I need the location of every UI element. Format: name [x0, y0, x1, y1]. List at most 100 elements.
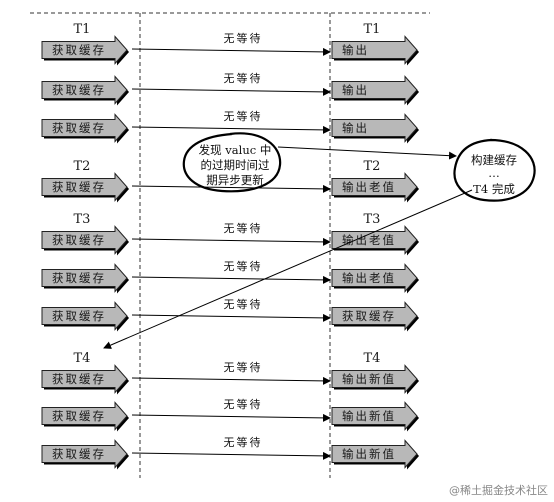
right-block-arrow: 输出新值	[331, 364, 419, 395]
right-block-label: 输出老值	[342, 180, 396, 194]
async-trigger-arrow	[277, 146, 457, 160]
right-block-body	[331, 364, 418, 394]
right-block-label: 输出新值	[342, 409, 396, 423]
t4-complete-arrow	[103, 189, 473, 349]
transfer-arrow	[131, 451, 331, 460]
left-block-body	[41, 364, 128, 394]
right-block-body	[331, 172, 418, 202]
left-block-arrow: 获取缓存	[41, 113, 129, 144]
note-right-line-1: 构建缓存	[471, 153, 517, 167]
right-block-arrow: 输出老值	[331, 225, 419, 256]
transfer-arrow	[131, 313, 331, 322]
left-block-label: 获取缓存	[52, 271, 106, 285]
left-block-arrow: 获取缓存	[41, 172, 129, 203]
left-block-arrow: 获取缓存	[41, 263, 129, 294]
no-wait-label: 无等待	[224, 109, 263, 123]
note-left-circle	[182, 132, 282, 193]
no-wait-label: 无等待	[224, 221, 263, 235]
left-block-label: 获取缓存	[52, 447, 106, 461]
watermark: @稀土掘金技术社区	[449, 483, 548, 497]
right-block-body	[331, 301, 418, 331]
transfer-arrow	[131, 237, 331, 246]
left-block-arrow: 获取缓存	[41, 35, 129, 66]
left-block-label: 获取缓存	[52, 83, 106, 97]
right-block-label: 输出新值	[342, 447, 396, 461]
left-block-body	[41, 225, 128, 255]
left-thread-label: T3	[74, 212, 91, 227]
note-right-line-2: …	[488, 166, 500, 180]
right-block-body	[331, 75, 418, 105]
left-block-label: 获取缓存	[52, 309, 106, 323]
no-wait-label: 无等待	[224, 71, 263, 85]
left-block-arrow: 获取缓存	[41, 439, 129, 470]
left-block-label: 获取缓存	[52, 233, 106, 247]
left-block-body	[41, 439, 128, 469]
note-right-circle	[453, 138, 536, 202]
left-block-body	[41, 172, 128, 202]
right-block-arrow: 输出	[331, 75, 419, 106]
left-block-arrow: 获取缓存	[41, 75, 129, 106]
transfer-arrow	[131, 47, 331, 56]
right-block-label: 输出老值	[342, 271, 396, 285]
left-block-arrow: 获取缓存	[41, 301, 129, 332]
right-block-label: 输出	[342, 121, 369, 135]
right-thread-label: T4	[364, 351, 381, 366]
no-wait-label: 无等待	[224, 435, 263, 449]
transfer-arrow	[131, 87, 331, 96]
note-right: 构建缓存 … T4 完成	[453, 138, 536, 202]
transfer-arrow	[131, 184, 331, 193]
note-left: 发现 valuc 中 的过期时间过 期异步更新	[182, 132, 282, 193]
right-block-body	[331, 263, 418, 293]
left-block-body	[41, 35, 128, 65]
left-block-body	[41, 401, 128, 431]
right-block-arrow: 输出新值	[331, 439, 419, 470]
left-block-body	[41, 113, 128, 143]
left-block-body	[41, 75, 128, 105]
no-wait-label: 无等待	[224, 397, 263, 411]
right-thread-label: T1	[364, 22, 381, 37]
no-wait-label: 无等待	[224, 31, 263, 45]
left-block-label: 获取缓存	[52, 409, 106, 423]
right-block-arrow: 输出老值	[331, 263, 419, 294]
no-wait-label: 无等待	[224, 297, 263, 311]
right-thread-label: T2	[364, 159, 381, 174]
right-block-body	[331, 35, 418, 65]
right-block-arrow: 输出新值	[331, 401, 419, 432]
note-left-line-3: 期异步更新	[206, 173, 264, 187]
left-block-label: 获取缓存	[52, 43, 106, 57]
right-block-body	[331, 401, 418, 431]
right-block-body	[331, 113, 418, 143]
left-thread-label: T2	[74, 159, 91, 174]
transfer-arrow	[131, 413, 331, 422]
note-left-line-2: 的过期时间过	[201, 158, 270, 172]
note-right-line-3: T4 完成	[473, 182, 515, 196]
left-block-arrow: 获取缓存	[41, 364, 129, 395]
right-block-label: 输出	[342, 83, 369, 97]
right-block-arrow: 输出	[331, 35, 419, 66]
right-block-body	[331, 225, 418, 255]
right-block-label: 获取缓存	[342, 309, 396, 323]
transfer-arrow	[131, 275, 331, 284]
left-block-arrow: 获取缓存	[41, 225, 129, 256]
note-left-line-1: 发现 valuc 中	[199, 143, 272, 157]
left-block-body	[41, 263, 128, 293]
no-wait-label: 无等待	[224, 259, 263, 273]
left-block-arrow: 获取缓存	[41, 401, 129, 432]
left-block-label: 获取缓存	[52, 372, 106, 386]
left-block-label: 获取缓存	[52, 121, 106, 135]
left-thread-label: T1	[74, 22, 91, 37]
right-block-arrow: 获取缓存	[331, 301, 419, 332]
right-thread-label: T3	[364, 212, 381, 227]
right-block-label: 输出老值	[342, 233, 396, 247]
right-block-arrow: 输出	[331, 113, 419, 144]
transfer-arrow	[131, 125, 331, 134]
no-wait-label: 无等待	[224, 360, 263, 374]
right-block-label: 输出	[342, 43, 369, 57]
right-block-arrow: 输出老值	[331, 172, 419, 203]
right-block-body	[331, 439, 418, 469]
right-block-label: 输出新值	[342, 372, 396, 386]
left-block-body	[41, 301, 128, 331]
left-block-label: 获取缓存	[52, 180, 106, 194]
